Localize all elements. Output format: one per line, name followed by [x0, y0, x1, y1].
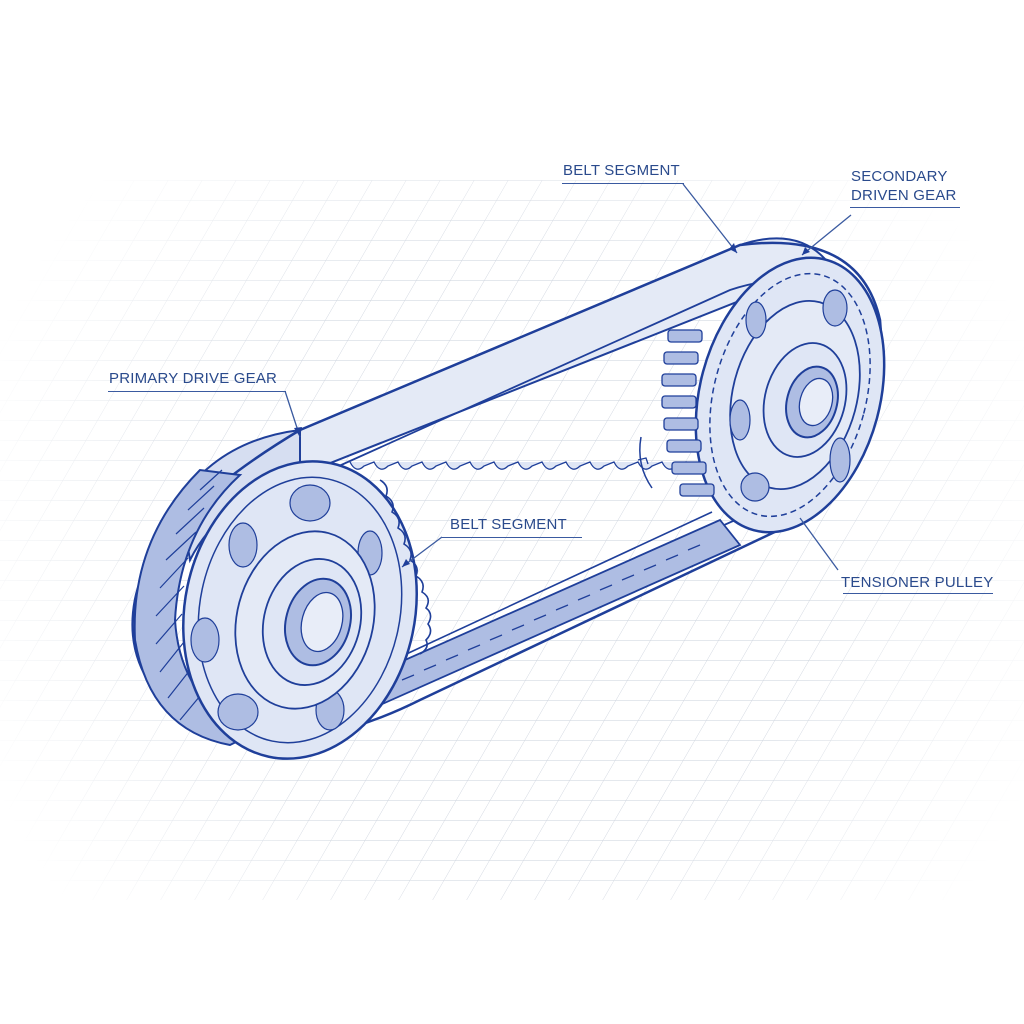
secondary-driven-gear [661, 256, 886, 534]
leader-arrowheads [294, 243, 810, 567]
label-underline [108, 391, 286, 392]
label-secondary-driven-gear-line2: DRIVEN GEAR [851, 187, 957, 204]
label-tensioner-pulley: TENSIONER PULLEY [841, 574, 994, 591]
label-primary-drive-gear: PRIMARY DRIVE GEAR [109, 370, 278, 387]
label-secondary-driven-gear-line1: SECONDARY [851, 168, 948, 185]
label-belt-segment-center: BELT SEGMENT [450, 516, 567, 533]
leader-lines [284, 183, 852, 571]
label-underline [843, 593, 993, 594]
label-belt-segment-top: BELT SEGMENT [563, 162, 680, 179]
primary-drive-gear [133, 460, 432, 760]
label-underline [562, 183, 684, 184]
label-underline [850, 207, 960, 208]
rotation-arrow-icon [637, 436, 653, 489]
label-underline [442, 537, 582, 538]
